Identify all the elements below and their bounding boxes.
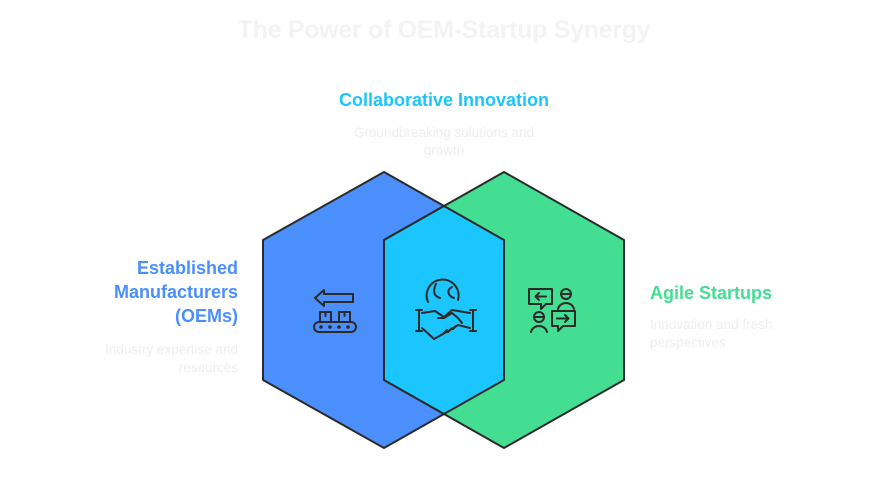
left-description-line1: Industry expertise and xyxy=(105,342,238,357)
conveyor-belt-arrow-icon xyxy=(313,289,357,333)
people-conversation-icon xyxy=(528,288,576,333)
left-label: Established Manufacturers (OEMs) xyxy=(60,256,238,328)
center-description: Groundbreaking solutions and growth xyxy=(294,124,594,160)
left-description-line2: resources xyxy=(178,360,238,375)
center-description-line1: Groundbreaking solutions and xyxy=(353,125,535,140)
right-description-line2: perspectives xyxy=(650,335,726,350)
right-description: Innovation and fresh perspectives xyxy=(650,316,870,352)
right-description-line1: Innovation and fresh xyxy=(650,317,773,332)
center-description-line2: growth xyxy=(423,143,465,158)
left-label-line3: (OEMs) xyxy=(175,306,238,326)
diagram-title: The Power of OEM-Startup Synergy xyxy=(237,16,651,44)
left-label-line2: Manufacturers xyxy=(113,282,238,302)
handshake-globe-icon xyxy=(415,278,477,340)
left-label-line1: Established xyxy=(136,258,238,278)
right-label: Agile Startups xyxy=(650,283,773,303)
left-description: Industry expertise and resources xyxy=(40,341,238,377)
center-label: Collaborative Innovation xyxy=(338,90,550,110)
overlap-hexagon xyxy=(383,205,505,415)
